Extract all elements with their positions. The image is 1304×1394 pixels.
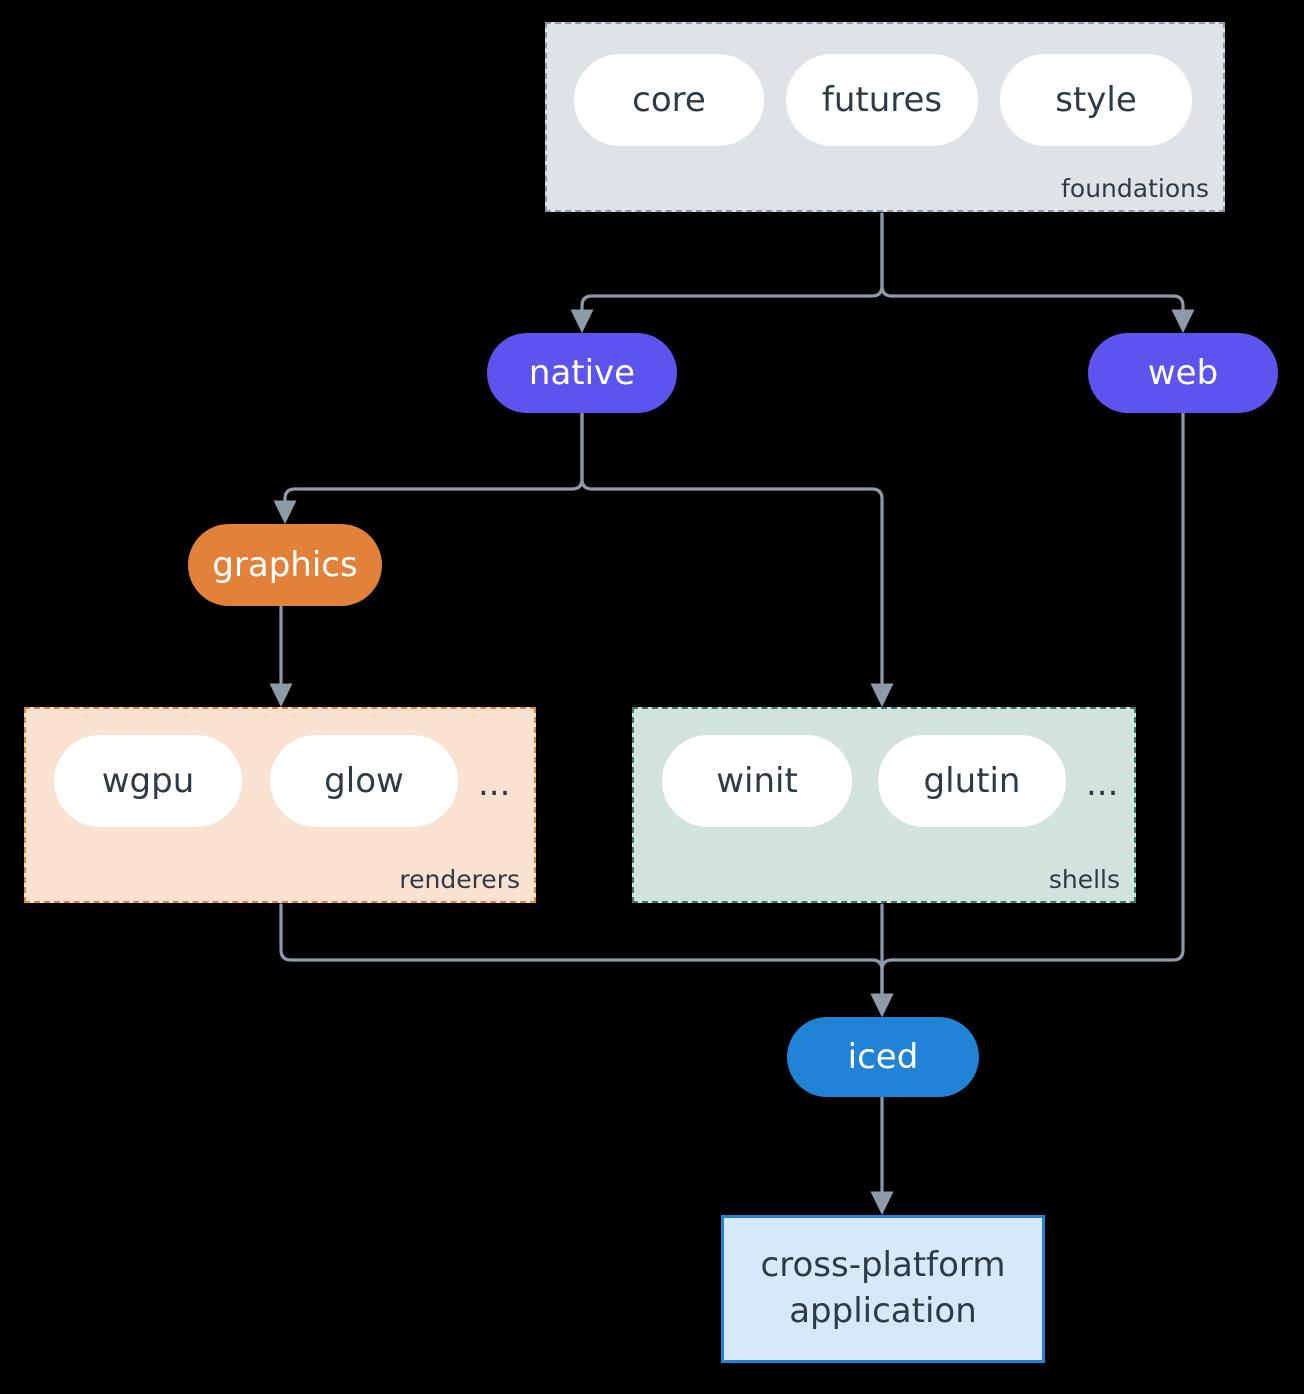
node-futures[interactable]: futures: [786, 54, 978, 146]
group-label-foundations: foundations: [1061, 173, 1209, 203]
node-iced[interactable]: iced: [787, 1017, 979, 1097]
application-label-line2: application: [789, 1291, 977, 1331]
group-label-shells: shells: [1048, 864, 1120, 894]
application-label-line1: cross-platform: [760, 1245, 1006, 1286]
node-style[interactable]: style: [1000, 54, 1192, 146]
group-foundations[interactable]: core futures style foundations: [545, 22, 1225, 212]
edge-renderers-iced: [279, 903, 894, 1018]
node-native[interactable]: native: [487, 333, 677, 413]
group-renderers[interactable]: wgpu glow ... renderers: [24, 707, 536, 903]
renderers-overflow-ellipsis: ...: [478, 764, 511, 804]
group-label-renderers: renderers: [399, 864, 520, 894]
edge-foundations-web: [880, 212, 1195, 334]
edge-foundations-native: [570, 212, 884, 334]
node-glow[interactable]: glow: [270, 735, 458, 827]
node-graphics[interactable]: graphics: [188, 524, 382, 606]
node-wgpu[interactable]: wgpu: [54, 735, 242, 827]
node-cross-platform-application[interactable]: cross-platform application: [721, 1215, 1045, 1363]
group-shells[interactable]: winit glutin ... shells: [632, 707, 1136, 903]
node-web[interactable]: web: [1088, 333, 1278, 413]
node-glutin[interactable]: glutin: [878, 735, 1066, 827]
shells-overflow-ellipsis: ...: [1086, 764, 1119, 804]
node-core[interactable]: core: [574, 54, 764, 146]
edge-native-shells: [580, 411, 894, 708]
edge-native-graphics: [273, 411, 584, 525]
node-winit[interactable]: winit: [662, 735, 852, 827]
